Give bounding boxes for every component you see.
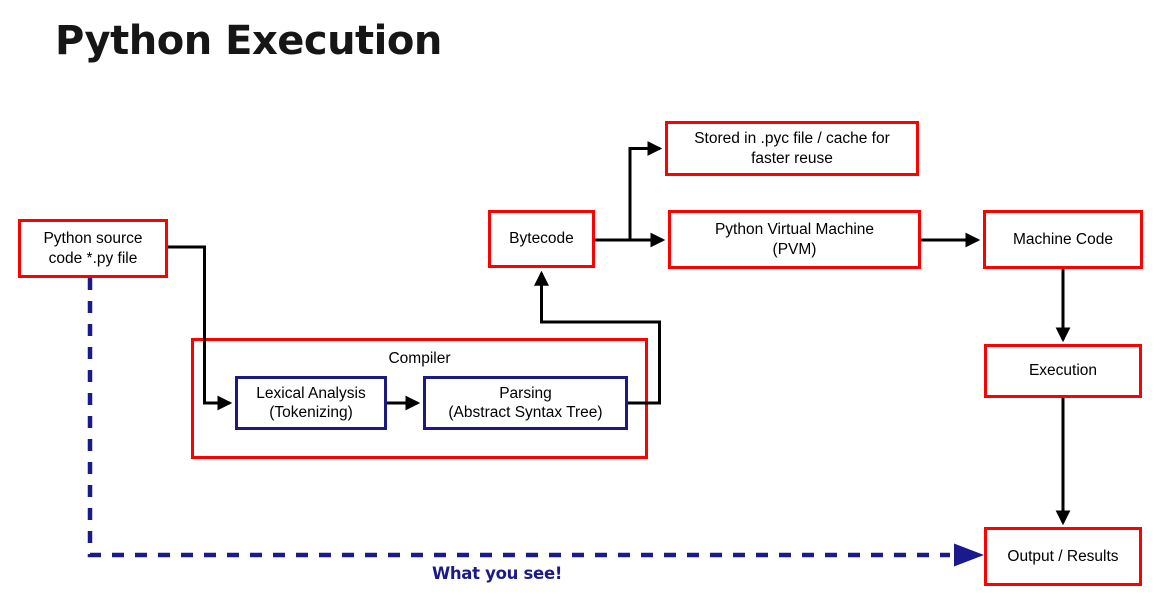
compiler-group-label: Compiler [388,350,451,367]
node-pyc-cache: Stored in .pyc file / cache for faster r… [665,121,919,176]
node-pvm: Python Virtual Machine (PVM) [668,210,921,269]
node-bytecode: Bytecode [488,210,595,268]
dashed-arrowhead [954,543,984,567]
node-lexical-analysis: Lexical Analysis (Tokenizing) [235,376,387,430]
node-python-source: Python source code *.py file [18,219,168,278]
node-parsing: Parsing (Abstract Syntax Tree) [423,376,628,430]
node-output-results: Output / Results [984,527,1142,586]
arrow-bytecode-to-pyc-cache [628,141,663,240]
node-machine-code: Machine Code [983,210,1143,269]
what-you-see-label: What you see! [431,564,563,583]
page-title: Python Execution [55,18,442,64]
node-execution: Execution [984,344,1142,398]
